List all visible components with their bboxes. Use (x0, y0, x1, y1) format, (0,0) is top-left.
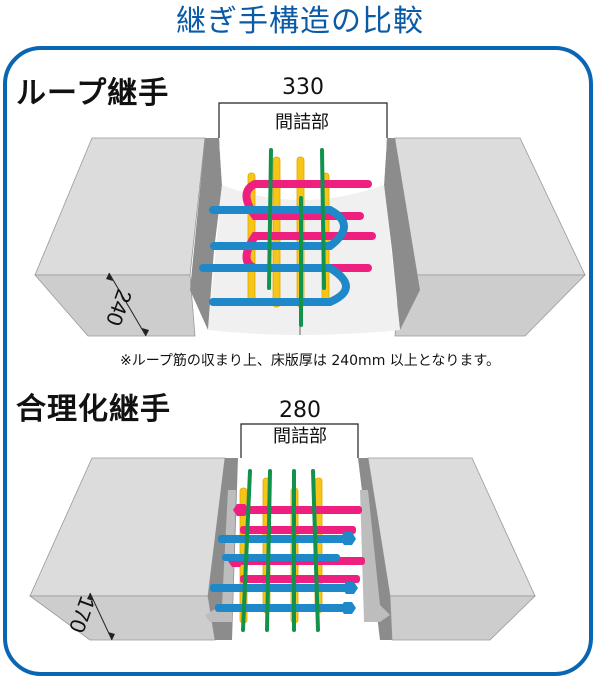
page-title: 継ぎ手構造の比較 (176, 4, 424, 39)
loop-gap-label: 間詰部 (275, 112, 329, 133)
loop-gap-dimension: 330 (282, 75, 324, 100)
rationalized-gap-dimension: 280 (279, 398, 321, 423)
rationalized-gap-label: 間詰部 (273, 426, 327, 447)
loop-joint-title: ループ継手 (16, 76, 170, 111)
rationalized-joint-title: 合理化継手 (16, 392, 171, 427)
comparison-frame (3, 46, 593, 676)
loop-joint-note: ※ループ筋の収まり上、床版厚は 240mm 以上となります。 (120, 353, 500, 369)
